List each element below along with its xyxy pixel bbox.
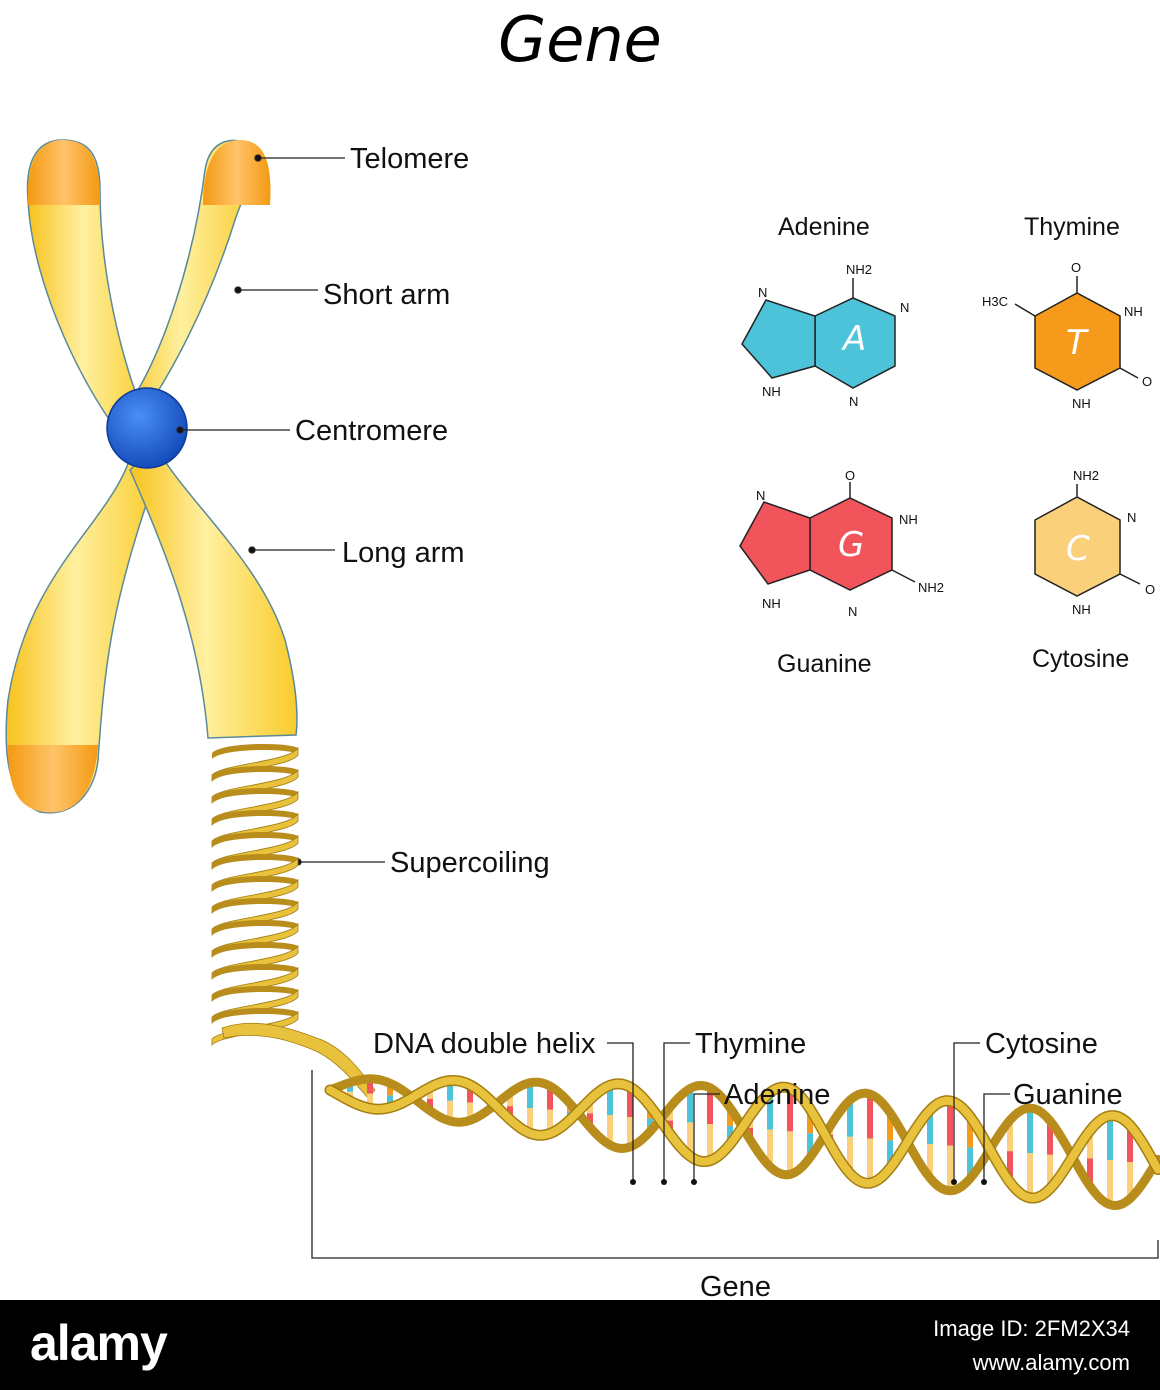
- gene-diagram: Gene: [5, 3, 1160, 1300]
- thymine-atom-nh: NH: [1124, 304, 1143, 319]
- chromosome-leader-lines: [176, 154, 385, 866]
- coil-back: [212, 853, 298, 869]
- guanine-atom-nh: NH: [762, 596, 781, 611]
- coil-back: [212, 963, 298, 979]
- coil-back: [212, 787, 298, 803]
- guanine-atom-n: N: [756, 488, 765, 503]
- adenine-name: Adenine: [778, 213, 870, 241]
- coil-back: [212, 897, 298, 913]
- thymine-atom-o: O: [1071, 260, 1081, 275]
- centromere-icon: [106, 387, 188, 469]
- cytosine-name: Cytosine: [1032, 645, 1129, 673]
- dna-double-helix: [324, 1074, 1160, 1211]
- label-helix-guanine: Guanine: [1013, 1079, 1123, 1111]
- coil-back: [212, 875, 298, 891]
- stock-url: www.alamy.com: [972, 1350, 1130, 1375]
- coil-back: [212, 809, 298, 825]
- coil-back: [212, 985, 298, 1001]
- image-id: Image ID: 2FM2X34: [933, 1316, 1130, 1341]
- label-dna-double-helix: DNA double helix: [373, 1028, 596, 1060]
- coil-back: [212, 1007, 298, 1023]
- label-supercoiling: Supercoiling: [390, 847, 550, 879]
- cytosine-letter: C: [1066, 529, 1090, 569]
- cytosine-structure: C NH2 N O NH Cytosine: [1032, 468, 1155, 673]
- chromosome: [5, 139, 385, 866]
- adenine-atom-n: N: [758, 285, 767, 300]
- label-centromere: Centromere: [295, 415, 448, 447]
- label-helix-thymine: Thymine: [695, 1028, 806, 1060]
- diagram-svg: Telomere Short arm Centromere Long arm S…: [5, 139, 1160, 1300]
- cytosine-atom-nh2: NH2: [1073, 468, 1099, 483]
- coil-back: [212, 919, 298, 935]
- thymine-letter: T: [1066, 323, 1089, 363]
- adenine-atom-nh: NH: [762, 384, 781, 399]
- coil-back: [212, 831, 298, 847]
- helix-leader-lines: [607, 1042, 1010, 1182]
- thymine-name: Thymine: [1024, 213, 1120, 241]
- coil-back: [212, 743, 298, 759]
- helix-leader-dots: [630, 1179, 987, 1185]
- supercoil: [211, 743, 376, 1099]
- label-helix-cytosine: Cytosine: [985, 1028, 1098, 1060]
- adenine-structure: Adenine A NH2 N N NH N: [741, 213, 909, 409]
- adenine-atom-n: N: [849, 394, 858, 409]
- label-long-arm: Long arm: [342, 537, 465, 569]
- guanine-atom-n: N: [848, 604, 857, 619]
- chromosome-arm-lower-right: [129, 443, 298, 739]
- adenine-letter: A: [841, 319, 866, 359]
- label-helix-adenine: Adenine: [724, 1079, 830, 1111]
- guanine-structure: G O N NH NH2 NH N Guanine: [739, 468, 944, 678]
- coil-back: [212, 765, 298, 781]
- brand-logo: alamy: [30, 1315, 168, 1371]
- chromosome-arm-upper-left: [26, 139, 151, 441]
- label-telomere: Telomere: [350, 143, 469, 175]
- adenine-atom-n: N: [900, 300, 909, 315]
- label-gene: Gene: [700, 1271, 771, 1300]
- thymine-atom-nh: NH: [1072, 396, 1091, 411]
- adenine-atom-nh2: NH2: [846, 262, 872, 277]
- cytosine-atom-nh: NH: [1072, 602, 1091, 617]
- thymine-structure: Thymine T O H3C NH O NH: [982, 213, 1152, 411]
- thymine-atom-o: O: [1142, 374, 1152, 389]
- guanine-atom-o: O: [845, 468, 855, 483]
- label-short-arm: Short arm: [323, 279, 450, 311]
- gene-bracket: [311, 1070, 1159, 1259]
- thymine-atom-h3c: H3C: [982, 294, 1008, 309]
- coil-back: [212, 941, 298, 957]
- chromosome-arm-lower-left: [5, 438, 159, 814]
- guanine-atom-nh2: NH2: [918, 580, 944, 595]
- cytosine-atom-n: N: [1127, 510, 1136, 525]
- guanine-letter: G: [838, 525, 864, 565]
- guanine-name: Guanine: [777, 650, 872, 678]
- guanine-atom-nh: NH: [899, 512, 918, 527]
- cytosine-atom-o: O: [1145, 582, 1155, 597]
- diagram-title: Gene: [498, 3, 662, 76]
- dna-backbone-front: [326, 1076, 1160, 1203]
- stock-footer: alamy Image ID: 2FM2X34 www.alamy.com: [0, 1300, 1160, 1390]
- chromosome-arm-upper-right: [117, 139, 271, 434]
